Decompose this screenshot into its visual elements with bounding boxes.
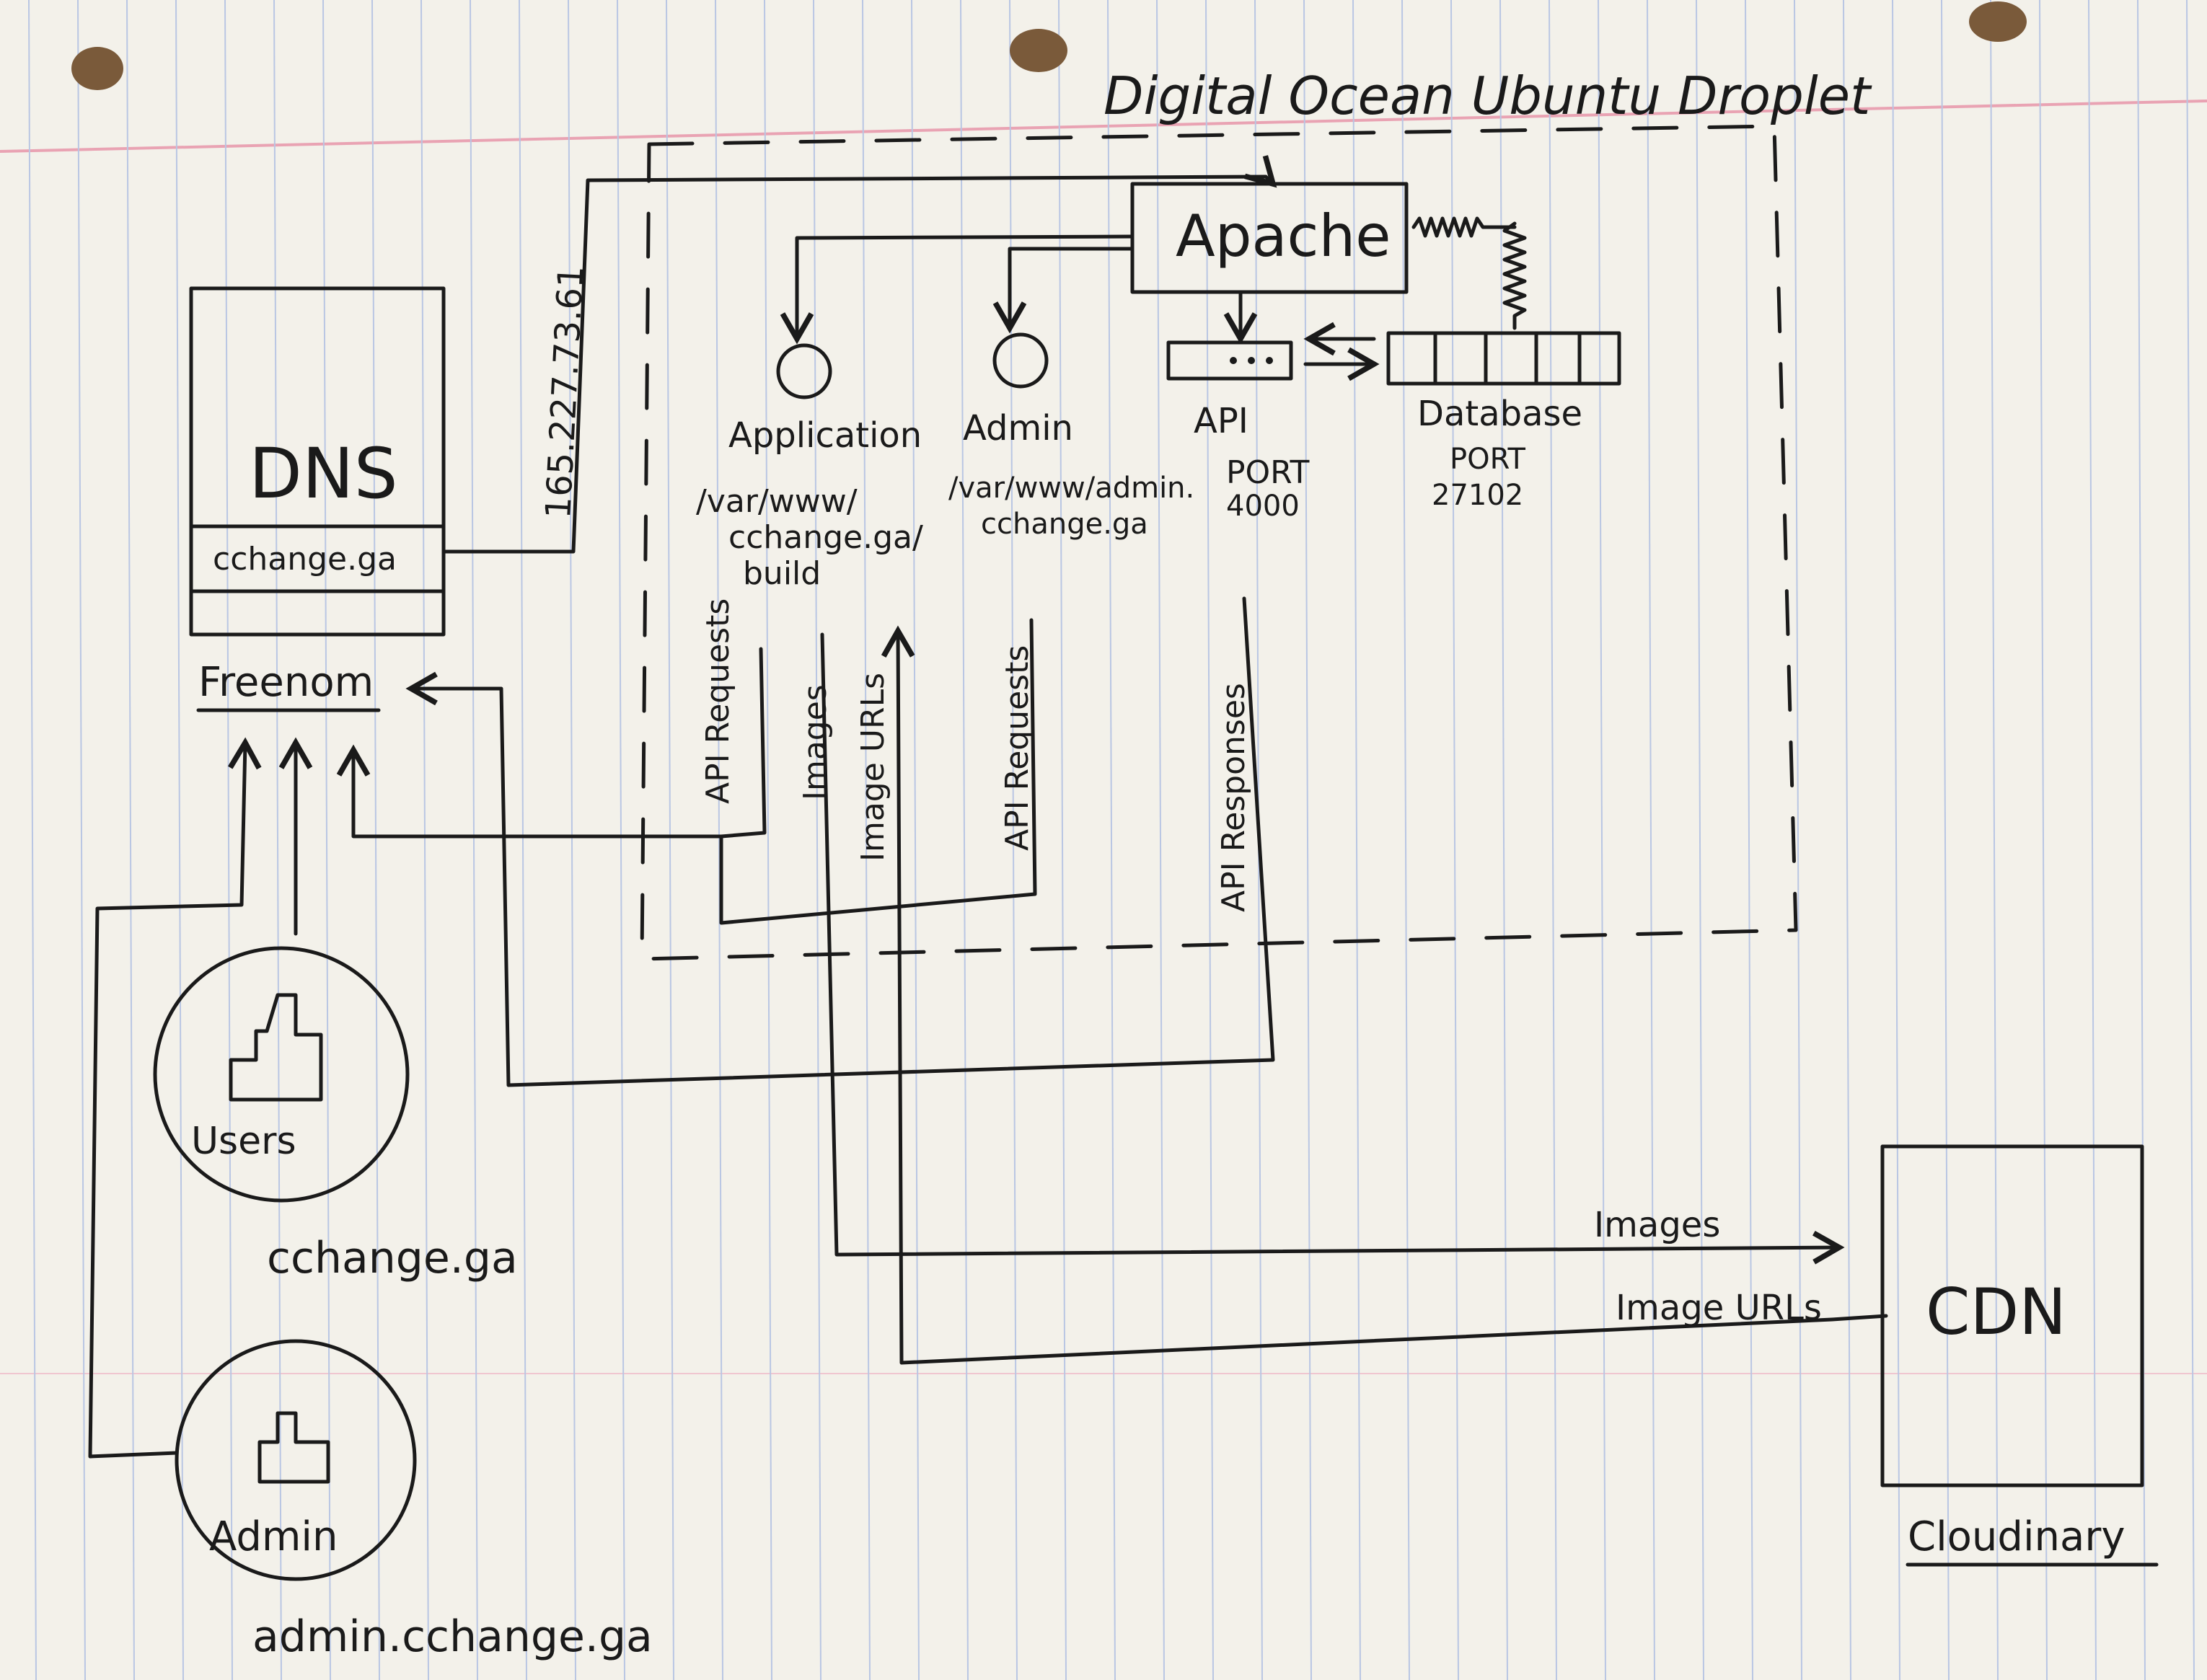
paper-rule-line [322, 0, 331, 1680]
paper-rule-line [813, 0, 821, 1680]
droplet-boundary: Digital Ocean Ubuntu Droplet [640, 66, 1872, 961]
edge-api-requests-app: API Requests [700, 598, 736, 804]
paper-rule-line [273, 0, 282, 1680]
users-node: Users cchange.ga [153, 737, 518, 1283]
api-node: API PORT 4000 [1166, 290, 1380, 523]
cdn-label: CDN [1926, 1275, 2066, 1349]
edge-images: Images [797, 684, 834, 800]
edge-image-urls-cdn: Image URLs [1616, 1288, 1822, 1328]
paper-rule-line [1450, 0, 1459, 1680]
edge-images-cdn: Images [1594, 1205, 1720, 1245]
paper-rule-line [420, 0, 429, 1680]
admin-app-path-1: /var/www/admin. [948, 472, 1194, 505]
admin-user-node: Admin admin.cchange.ga [88, 737, 653, 1662]
paper-rule-line [1549, 0, 1557, 1680]
paper-rule-line [1401, 0, 1410, 1680]
application-path-3: build [743, 555, 821, 592]
apache-label: Apache [1176, 203, 1391, 270]
paper-rule-line [617, 0, 625, 1680]
dns-record: cchange.ga [213, 541, 397, 578]
paper-rule-line [1156, 0, 1165, 1680]
dns-label: DNS [249, 433, 398, 514]
database-label: Database [1417, 394, 1582, 434]
database-port: 27102 [1432, 479, 1523, 512]
apache-node: Apache [1130, 182, 1527, 330]
paper-rule-line [175, 0, 184, 1680]
paper-rule-line [764, 0, 772, 1680]
admin-user-domain: admin.cchange.ga [252, 1612, 653, 1662]
paper-rule-line [1499, 0, 1508, 1680]
paper-rule-line [1941, 0, 1950, 1680]
paper-rule-line [470, 0, 478, 1680]
droplet-title: Digital Ocean Ubuntu Droplet [1104, 66, 1872, 126]
paper-rule-line [77, 0, 86, 1680]
paper-rule-line [1843, 0, 1851, 1680]
paper-rule-line [2039, 0, 2048, 1680]
paper-rule-line [862, 0, 871, 1680]
admin-app-path-2: cchange.ga [981, 508, 1148, 541]
paper-rule-line [224, 0, 233, 1680]
paper-rule-line [1892, 0, 1900, 1680]
paper-rule-line [1352, 0, 1361, 1680]
admin-app-label: Admin [963, 408, 1073, 448]
dns-provider: Freenom [198, 659, 374, 706]
paper-rule-line [519, 0, 527, 1680]
paper-rule-line [960, 0, 969, 1680]
paper-rule-line [1794, 0, 1802, 1680]
paper-rule-line [371, 0, 380, 1680]
dns-node: DNS cchange.ga Freenom [189, 286, 446, 712]
edge-image-urls: Image URLs [855, 673, 891, 862]
paper-rule-line [1990, 0, 1999, 1680]
paper-rule-line [1205, 0, 1214, 1680]
paper-rule-line [666, 0, 674, 1680]
application-path-2: cchange.ga/ [728, 519, 923, 556]
paper-rule-line [1696, 0, 1704, 1680]
paper-rule-line [1745, 0, 1753, 1680]
paper-rule-line [1303, 0, 1312, 1680]
paper-rule-line [2186, 0, 2195, 1680]
api-port-label: PORT [1226, 454, 1310, 491]
application-node: Application /var/www/ cchange.ga/ build [696, 234, 1135, 592]
application-path-1: /var/www/ [696, 483, 858, 520]
edge-api-requests-admin: API Requests [999, 645, 1036, 851]
ip-label: 165.227.73.61 [538, 265, 591, 520]
database-node: Database PORT 27102 [1386, 331, 1621, 512]
paper-rule-line [715, 0, 723, 1680]
api-label: API [1194, 401, 1248, 441]
paper-rule-line [2088, 0, 2097, 1680]
paper-rule-line [28, 0, 37, 1680]
api-port: 4000 [1226, 490, 1300, 523]
paper-rule-line [126, 0, 135, 1680]
paper-rule-line [1058, 0, 1067, 1680]
admin-app-node: Admin /var/www/admin. cchange.ga [948, 247, 1194, 541]
users-label: Users [191, 1120, 296, 1163]
paper-rule-line [911, 0, 920, 1680]
application-label: Application [728, 415, 922, 456]
paper-rule-line [1107, 0, 1116, 1680]
paper-rule-line [1647, 0, 1655, 1680]
cdn-node: CDN Cloudinary Images Image URLs [1594, 1144, 2159, 1567]
users-domain: cchange.ga [267, 1233, 518, 1283]
paper-rule-line [568, 0, 576, 1680]
cdn-provider: Cloudinary [1908, 1513, 2125, 1560]
edge-api-responses: API Responses [1215, 683, 1252, 912]
database-port-label: PORT [1450, 443, 1525, 476]
punch-holes [71, 1, 2027, 90]
paper-rule-line [1598, 0, 1606, 1680]
request-flows: API Requests Images Image URLs API Reque… [336, 596, 1888, 1365]
admin-user-label: Admin [209, 1513, 338, 1560]
